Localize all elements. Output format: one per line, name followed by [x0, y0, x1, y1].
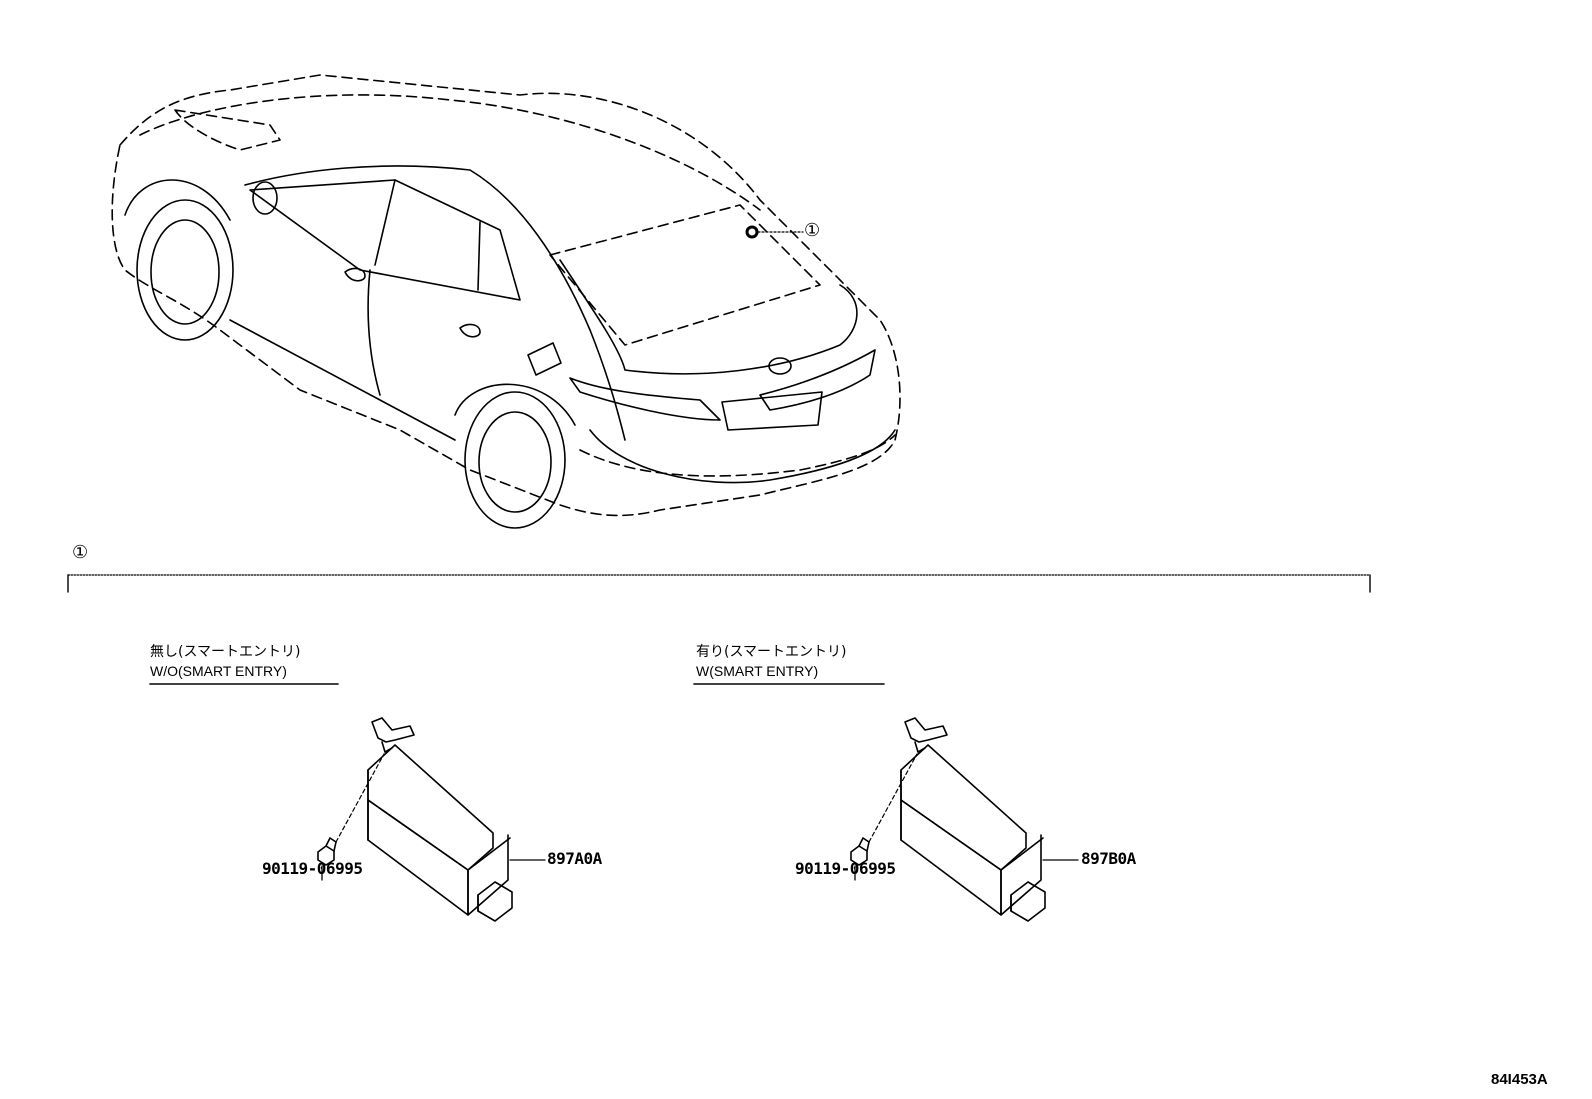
variant-right-label-jp: 有り(スマートエントリ) [696, 644, 847, 660]
rocker-line [229, 319, 456, 441]
module-assembly-right [850, 717, 1079, 922]
b-pillar [374, 179, 396, 266]
rear-wheel-rim [478, 411, 552, 513]
body-side [244, 165, 626, 441]
variant-right-label-en: W(SMART ENTRY) [696, 663, 819, 679]
fuel-door [527, 342, 562, 376]
variant-left-label-en: W/O(SMART ENTRY) [150, 663, 287, 679]
rear-wheel-tire [464, 391, 566, 529]
emblem [768, 357, 792, 375]
rear-bumper [589, 429, 896, 484]
drawing-number: 84I453A [1491, 1071, 1548, 1088]
rear-deck-dashed [549, 204, 821, 346]
windshield-dashed [174, 109, 281, 151]
c-pillar [477, 221, 481, 291]
callout-1-section: ① [72, 542, 89, 563]
unit-part-number-right: 897B0A [1081, 849, 1136, 868]
callout-1-car: ① [804, 220, 821, 241]
license-area [721, 391, 823, 431]
trunk-lid [559, 259, 858, 375]
section-bracket [67, 574, 1371, 593]
bumper-dashed [579, 434, 896, 477]
car-outline-dashed [111, 74, 901, 517]
part-location-marker [745, 225, 759, 239]
tail-lamp-left [569, 377, 721, 421]
front-wheel-rim [150, 219, 220, 325]
bolt-part-number-right: 90119-06995 [795, 859, 896, 878]
bolt-part-number-left: 90119-06995 [262, 859, 363, 878]
door-line [367, 269, 381, 396]
car-illustration [111, 74, 901, 529]
variant-left-label-jp: 無し(スマートエントリ) [150, 644, 301, 660]
unit-part-number-left: 897A0A [547, 849, 602, 868]
front-wheel-arch [124, 179, 231, 221]
side-mirror [252, 181, 278, 215]
door-handle-front [344, 267, 366, 282]
front-wheel-tire [136, 199, 234, 341]
tail-lamp-right [759, 349, 876, 411]
side-window-frame [249, 179, 521, 301]
module-assembly-left [317, 717, 546, 922]
rear-wheel-arch [454, 383, 576, 426]
roof-dashed [139, 94, 761, 211]
door-handle-rear [459, 323, 481, 338]
